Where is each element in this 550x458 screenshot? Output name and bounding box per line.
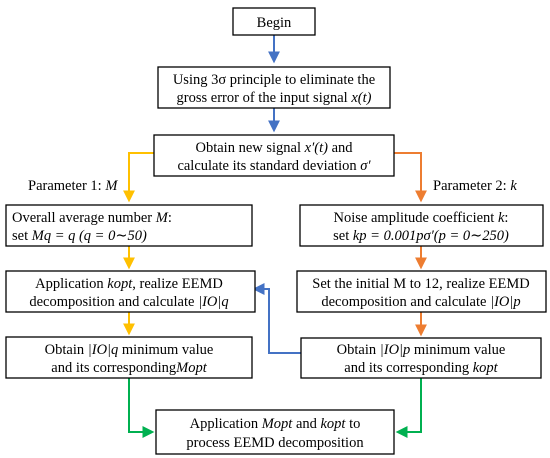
math-x-t: x(t) (350, 90, 371, 106)
node-obtain-q-line2: and its correspondingMopt (51, 360, 207, 376)
node-obtain-q-line1: Obtain |IO|q minimum value (45, 342, 214, 358)
math-x-prime-t: x′(t) (304, 140, 328, 156)
node-begin-label: Begin (257, 15, 292, 31)
node-set-m12-line1: Set the initial M to 12, realize EEMD (312, 276, 529, 292)
node-app-kopt: Application kopt, realize EEMD decomposi… (5, 270, 256, 313)
math-sigma-prime: σ′ (360, 158, 371, 174)
node-eliminate-line2: gross error of the input signal x(t) (177, 90, 372, 106)
node-final-line2: process EEMD decomposition (186, 435, 364, 451)
arrow-new-signal-to-noise-amp (394, 152, 427, 203)
node-noise-amp: Noise amplitude coefficient k: set kp = … (299, 204, 544, 247)
node-avg-number: Overall average number M: set Mq = q (q … (5, 204, 253, 247)
arrow-new-signal-to-avg-number (123, 152, 154, 203)
parameter-1-label: Parameter 1: M (28, 178, 118, 194)
arrow-obtain-q-to-final (128, 378, 155, 438)
node-new-signal-line2: calculate its standard deviation σ′ (177, 158, 371, 174)
arrow-obtain-p-to-app-kopt (252, 283, 301, 354)
node-avg-number-line1: Overall average number M: (12, 210, 172, 226)
node-new-signal: Obtain new signal x′(t) and calculate it… (153, 134, 395, 177)
node-final: Application Mopt and kopt to process EEM… (155, 409, 395, 455)
node-noise-amp-line1: Noise amplitude coefficient k: (334, 210, 509, 226)
node-set-m12: Set the initial M to 12, realize EEMD de… (296, 270, 547, 313)
node-avg-number-line2: set Mq = q (q = 0∼50) (12, 228, 147, 244)
arrow-obtain-p-to-final (395, 378, 422, 438)
node-obtain-p: Obtain |IO|p minimum value and its corre… (300, 337, 542, 379)
node-obtain-p-line2: and its corresponding kopt (344, 360, 498, 376)
node-new-signal-line1: Obtain new signal x′(t) and (196, 140, 354, 156)
node-begin: Begin (232, 7, 316, 36)
node-app-kopt-line1: Application kopt, realize EEMD (35, 276, 223, 292)
node-obtain-q: Obtain |IO|q minimum value and its corre… (5, 336, 253, 379)
parameter-2-label: Parameter 2: k (433, 178, 517, 194)
node-set-m12-line2: decomposition and calculate |IO|p (321, 294, 520, 310)
node-eliminate-line1: Using 3σ principle to eliminate the (173, 72, 375, 88)
node-noise-amp-line2: set kp = 0.001pσ′(p = 0∼250) (333, 228, 509, 244)
node-app-kopt-line2: decomposition and calculate |IO|q (29, 294, 228, 310)
node-eliminate: Using 3σ principle to eliminate the gros… (157, 66, 391, 109)
node-final-line1: Application Mopt and kopt to (190, 416, 361, 432)
node-obtain-p-line1: Obtain |IO|p minimum value (337, 342, 506, 358)
